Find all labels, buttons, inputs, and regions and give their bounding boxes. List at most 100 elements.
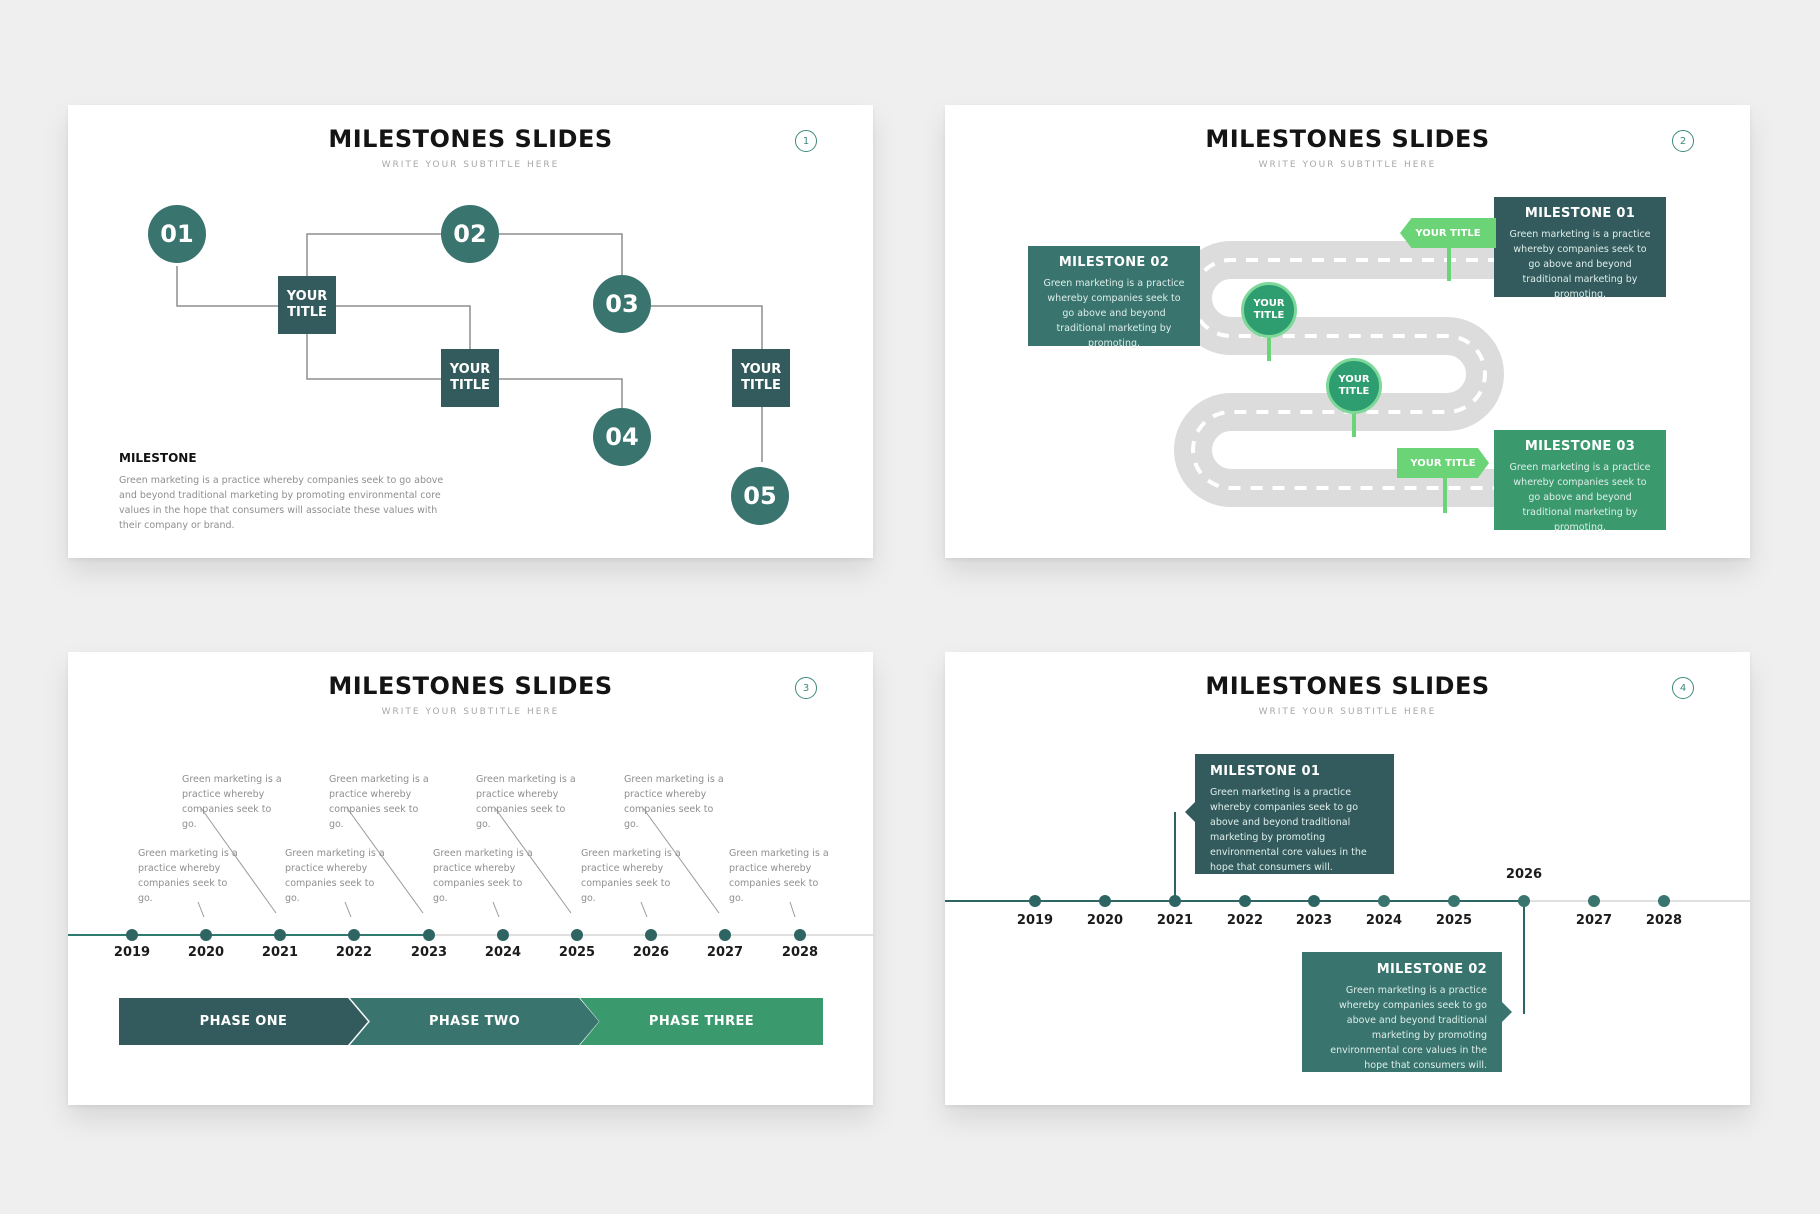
timeline-dot <box>1239 895 1251 907</box>
slide-title: MILESTONES SLIDES <box>1205 125 1490 153</box>
milestone-01-text: Green marketing is a practice whereby co… <box>1509 229 1651 300</box>
milestone-01-box: MILESTONE 01 Green marketing is a practi… <box>1494 197 1666 300</box>
timeline-note: Green marketing is a practice whereby co… <box>624 774 724 830</box>
milestone-01-box: MILESTONE 01 Green marketing is a practi… <box>1195 754 1394 874</box>
page-number-badge: 4 <box>1672 677 1694 699</box>
timeline-dot <box>1448 895 1460 907</box>
timeline-dot <box>794 929 806 941</box>
milestone-02-text: Green marketing is a practice whereby co… <box>1043 278 1185 349</box>
year-label: 2019 <box>1016 913 1054 928</box>
flag-pole <box>1447 245 1451 281</box>
callout-pointer <box>1185 802 1195 822</box>
year-label: 2023 <box>410 945 448 960</box>
milestone-02-title: MILESTONE 02 <box>1058 255 1170 270</box>
timeline-note: Green marketing is a practice whereby co… <box>729 848 829 904</box>
milestone-02-text: Green marketing is a practice whereby co… <box>1330 985 1487 1071</box>
page-number-badge: 3 <box>795 677 817 699</box>
timeline-dot <box>200 929 212 941</box>
timeline-dot <box>126 929 138 941</box>
milestone-02-box: MILESTONE 02 Green marketing is a practi… <box>1028 246 1200 349</box>
slide-title: MILESTONES SLIDES <box>328 672 613 700</box>
year-label: 2025 <box>558 945 596 960</box>
slide-3: MILESTONES SLIDES WRITE YOUR SUBTITLE HE… <box>68 652 873 1105</box>
title-square: YOUR TITLE <box>441 349 499 407</box>
title-square-label: YOUR TITLE <box>740 362 782 393</box>
year-label: 2024 <box>484 945 522 960</box>
connector-lines <box>176 233 763 462</box>
timeline-note: Green marketing is a practice whereby co… <box>182 774 282 830</box>
milestone-02-title: MILESTONE 02 <box>1376 962 1487 977</box>
timeline-axis <box>945 812 1750 1014</box>
flag-pole <box>1443 475 1447 513</box>
year-label: 2021 <box>261 945 299 960</box>
slide-title: MILESTONES SLIDES <box>1205 672 1490 700</box>
year-label: 2022 <box>335 945 373 960</box>
year-label: 2019 <box>113 945 151 960</box>
milestone-circle-04: 04 <box>593 408 651 466</box>
timeline-dot <box>1099 895 1111 907</box>
pin-stem <box>1352 407 1356 437</box>
year-label: 2025 <box>1435 913 1473 928</box>
year-label: 2028 <box>781 945 819 960</box>
timeline-dot <box>1169 895 1181 907</box>
slide-2: MILESTONES SLIDES WRITE YOUR SUBTITLE HE… <box>945 105 1750 558</box>
page-number-badge: 2 <box>1672 130 1694 152</box>
milestone-circle-03: 03 <box>593 275 651 333</box>
milestone-circle-02: 02 <box>441 205 499 263</box>
phase-two-arrow: PHASE TWO <box>350 998 599 1045</box>
slide-subtitle: WRITE YOUR SUBTITLE HERE <box>1258 160 1437 170</box>
title-square: YOUR TITLE <box>732 349 790 407</box>
milestone-03-title: MILESTONE 03 <box>1524 439 1636 454</box>
pin-marker: YOUR TITLE <box>1241 282 1297 338</box>
timeline-dot <box>1378 895 1390 907</box>
timeline-dot <box>571 929 583 941</box>
slide-1: MILESTONES SLIDES WRITE YOUR SUBTITLE HE… <box>68 105 873 558</box>
timeline-dot <box>645 929 657 941</box>
milestone-heading: MILESTONE <box>119 451 197 465</box>
year-label: 2028 <box>1645 913 1683 928</box>
page-number-badge: 1 <box>795 130 817 152</box>
timeline-dot <box>719 929 731 941</box>
flag-sign: YOUR TITLE <box>1400 218 1496 248</box>
milestone-01-title: MILESTONE 01 <box>1524 206 1636 221</box>
flag-sign: YOUR TITLE <box>1397 448 1489 478</box>
milestone-text: Green marketing is a practice whereby co… <box>119 475 444 531</box>
timeline-dot <box>497 929 509 941</box>
milestone-01-text: Green marketing is a practice whereby co… <box>1210 787 1367 873</box>
timeline-note: Green marketing is a practice whereby co… <box>581 848 681 904</box>
milestone-03-text: Green marketing is a practice whereby co… <box>1509 462 1651 533</box>
year-label: 2023 <box>1295 913 1333 928</box>
year-label: 2024 <box>1365 913 1403 928</box>
year-label: 2020 <box>1086 913 1124 928</box>
timeline-dot <box>348 929 360 941</box>
timeline-dot <box>274 929 286 941</box>
slide-4: MILESTONES SLIDES WRITE YOUR SUBTITLE HE… <box>945 652 1750 1105</box>
phase-three-arrow: PHASE THREE <box>580 998 823 1045</box>
timeline-dot <box>1308 895 1320 907</box>
timeline-note: Green marketing is a practice whereby co… <box>329 774 429 830</box>
year-label: 2020 <box>187 945 225 960</box>
timeline-dot <box>1029 895 1041 907</box>
slide-subtitle: WRITE YOUR SUBTITLE HERE <box>381 707 560 717</box>
year-label: 2026 <box>632 945 670 960</box>
phase-one-arrow: PHASE ONE <box>119 998 368 1045</box>
title-square-label: YOUR TITLE <box>449 362 491 393</box>
pin-label: YOUR TITLE <box>1253 298 1285 321</box>
milestone-circle-05: 05 <box>731 467 789 525</box>
year-label: 2027 <box>1575 913 1613 928</box>
pin-label: YOUR TITLE <box>1338 374 1370 397</box>
timeline-note: Green marketing is a practice whereby co… <box>476 774 576 830</box>
milestone-02-box: MILESTONE 02 Green marketing is a practi… <box>1302 952 1502 1072</box>
timeline-dot <box>423 929 435 941</box>
milestone-circle-01: 01 <box>148 205 206 263</box>
milestone-01-title: MILESTONE 01 <box>1210 764 1321 779</box>
timeline-dot <box>1658 895 1670 907</box>
timeline-note: Green marketing is a practice whereby co… <box>285 848 385 904</box>
year-label: 2022 <box>1226 913 1264 928</box>
pin-stem <box>1267 331 1271 361</box>
title-square-label: YOUR TITLE <box>286 289 328 320</box>
title-square: YOUR TITLE <box>278 276 336 334</box>
slide-title: MILESTONES SLIDES <box>328 125 613 153</box>
slide-subtitle: WRITE YOUR SUBTITLE HERE <box>1258 707 1437 717</box>
year-label: 2026 <box>1505 867 1543 882</box>
